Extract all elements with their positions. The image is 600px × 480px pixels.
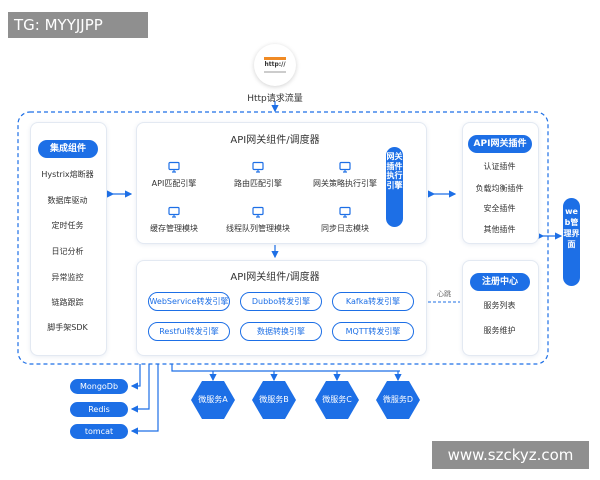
plugin-engine-label: 网关插件执行引擎 [386,147,403,227]
network-icon [252,203,264,218]
plugin-item: 负载均衡插件 [475,184,524,193]
monitor-icon [168,158,180,173]
plugins-title: API网关插件 [468,135,532,153]
gateway-top-panel [136,122,427,244]
integration-item: Hystrix熔断器 [41,170,94,179]
integration-item: 异常监控 [51,273,84,282]
integration-item: 数据库驱动 [47,196,88,205]
line-tomcat [130,364,159,435]
datastore-badge: MongoDb [70,379,128,394]
plugin-item: 认证插件 [483,162,516,171]
laptop-icon [339,158,351,173]
line-mongodb [130,364,141,390]
integration-item: 链路跟踪 [51,298,84,307]
http-badge: http:// [264,61,286,68]
integration-title: 集成组件 [38,140,98,158]
microservice-node: 微服务A [191,381,235,419]
forward-engine: Dubbo转发引擎 [240,292,322,311]
datastore-badge: Redis [70,402,128,417]
router-icon [252,158,264,173]
line-redis [130,364,150,413]
registry-item-list: 服务列表 [483,301,516,310]
forward-engine: 数据转换引擎 [240,322,322,341]
gateway-top-item: 缓存管理模块 [150,224,198,233]
line-micro [171,364,400,372]
forward-engine: Kafka转发引擎 [332,292,414,311]
microservice-node: 微服务D [376,381,420,419]
display-icon [168,203,180,218]
gateway-top-item: 路由匹配引擎 [234,179,282,188]
http-caption: Http请求流量 [247,94,303,104]
forward-engine: Restful转发引擎 [148,322,230,341]
plugin-item: 安全插件 [483,204,516,213]
watermark-bottom: www.szckyz.com [432,441,589,469]
microservice-node: 微服务B [252,381,296,419]
integration-item: 定时任务 [51,221,84,230]
integration-item: 脚手架SDK [47,323,88,332]
integration-panel [30,122,107,356]
gateway-bottom-title: API网关组件/调度器 [230,272,320,283]
gateway-top-item: 网关策略执行引擎 [313,179,377,188]
plugin-item: 其他插件 [483,225,516,234]
forward-engine: MQTT转发引擎 [332,322,414,341]
gateway-top-item: 线程队列管理模块 [226,224,290,233]
microservice-node: 微服务C [315,381,359,419]
datastore-badge: tomcat [70,424,128,439]
registry-title: 注册中心 [470,273,530,291]
gateway-top-title: API网关组件/调度器 [230,135,320,146]
heartbeat-label: 心跳 [437,290,451,298]
gateway-top-item: 同步日志模块 [321,224,369,233]
watermark-top: TG: MYYJJPP [8,12,148,38]
integration-item: 日记分析 [51,247,84,256]
forward-engine: WebService转发引擎 [148,292,230,311]
registry-item-maintain: 服务维护 [483,326,516,335]
http-icon: http:// [254,44,296,86]
sync-icon [339,203,351,218]
gateway-top-item: API匹配引擎 [151,179,197,188]
web-management-ui[interactable]: web管理界面 [563,198,580,286]
